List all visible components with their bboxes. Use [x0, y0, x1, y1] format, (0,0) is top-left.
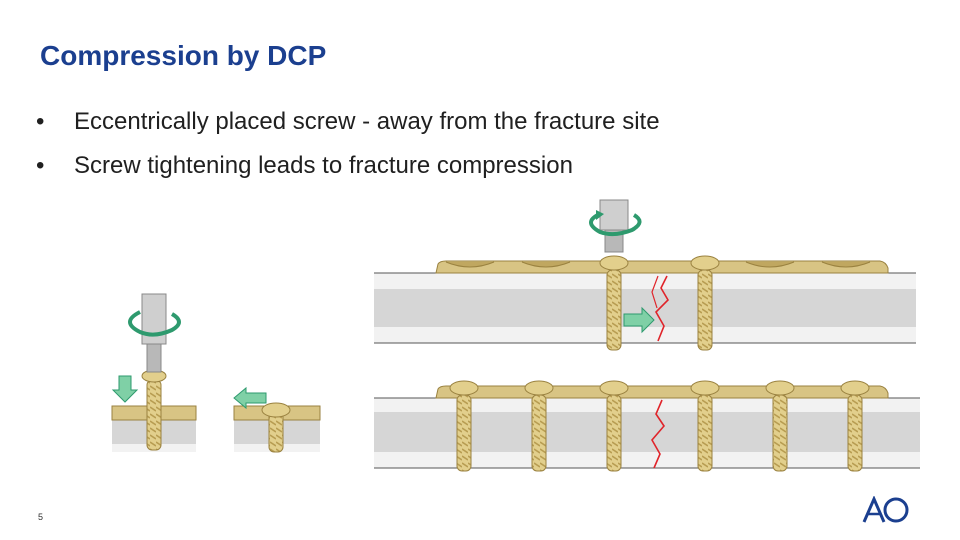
screw-neutral: [690, 255, 720, 351]
detail-screw-insertion: [111, 293, 197, 452]
ao-logo: AO: [862, 495, 912, 529]
screw-eccentric: [599, 255, 629, 351]
page-number: 5: [38, 512, 44, 522]
screwdriver-icon: [599, 199, 629, 253]
block-arrow-icon: [623, 306, 655, 334]
screw-row-bottom: [449, 380, 870, 472]
bullet-dot: •: [36, 152, 45, 179]
fracture-line-top: [655, 275, 670, 342]
curved-rotation-arrow-icon: [589, 210, 642, 237]
fracture-line-bottom: [651, 399, 666, 469]
plate-bottom: [435, 385, 889, 399]
bone-segment-top: [374, 272, 916, 344]
bullet-text: Screw tightening leads to fracture compr…: [74, 152, 573, 179]
bullet-item: • Eccentrically placed screw - away from …: [36, 108, 660, 152]
fracture-line-top-2: [651, 275, 659, 309]
slide-title: Compression by DCP: [40, 40, 327, 71]
bullet-text: Eccentrically placed screw - away from t…: [74, 108, 660, 135]
bullet-list: • Eccentrically placed screw - away from …: [36, 108, 660, 196]
bullet-dot: •: [36, 108, 45, 135]
plate-top: [435, 260, 889, 274]
bullet-item: • Screw tightening leads to fracture comp…: [36, 152, 660, 196]
detail-screw-seated: [233, 386, 321, 453]
bone-segment-bottom: [374, 397, 920, 469]
